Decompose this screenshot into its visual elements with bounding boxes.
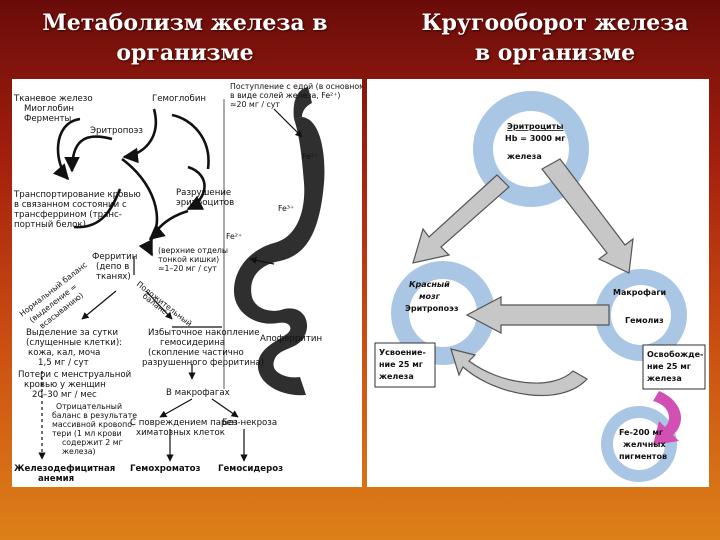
transport-label-4: портный белок): [14, 220, 86, 230]
absorption-box-label-2: ние 25 мг: [379, 360, 423, 369]
excretion-label-4: 1,5 мг / сут: [38, 358, 89, 368]
absorption-label-3: ≈1–20 мг / сут: [158, 264, 217, 273]
enzymes-label: Ферменты: [24, 114, 72, 124]
hemosiderosis-label: Гемосидероз: [218, 464, 283, 474]
intake-label-1: Поступление с едой (в основном: [230, 82, 362, 91]
bone-marrow-label-1: Красный: [409, 280, 450, 289]
positive-balance-label-1: Положительный: [135, 279, 194, 328]
intake-label-2: в виде солей железа, Fe²⁺): [230, 91, 340, 100]
release-box-label-1: Освобожде-: [647, 349, 703, 359]
intake-label-3: ≈20 мг / сут: [230, 100, 280, 109]
excretion-label-5: Потери с менструальной: [18, 370, 131, 380]
negative-balance-label-5: содержит 2 мг: [62, 438, 123, 447]
negative-balance-label-3: массивной кровопо-: [52, 420, 135, 429]
erythrocytes-iron-label: железа: [507, 152, 542, 161]
absorption-box-label-3: железа: [379, 372, 414, 381]
excretion-label-1: Выделение за сутки: [26, 328, 118, 338]
absorption-box-label-1: Усвоение-: [379, 348, 426, 357]
in-macrophages-label: В макрофагах: [166, 388, 230, 398]
excess-label-2: гемосидерина: [160, 338, 225, 348]
absorption-box: [374, 342, 436, 388]
hemoglobin-label: Гемоглобин: [152, 94, 206, 104]
destruction-label-2: эритроцитов: [176, 198, 234, 208]
destruction-label-1: Разрушение: [176, 188, 231, 198]
excess-label-1: Избыточное накопление: [148, 328, 260, 338]
erythrocytes-hb-label: Hb = 3000 мг: [505, 134, 565, 143]
title-left-line-2: организме: [116, 40, 254, 66]
ferritin-label-2: (депо в: [96, 262, 129, 272]
macrophage-label: Макрофаги: [613, 288, 666, 297]
hemolysis-label: Гемолиз: [625, 316, 664, 325]
excess-label-4: разрушенного ферритина): [142, 358, 264, 368]
bile-ring-inner: [613, 418, 665, 470]
negative-balance-label-1: Отрицательный: [56, 402, 122, 411]
title-right-line-2: в организме: [474, 40, 636, 66]
no-damage-label: Без некроза: [222, 418, 277, 428]
excretion-label-3: кожа, кал, моча: [28, 348, 100, 358]
negative-balance-label-4: тери (1 мл крови: [52, 429, 122, 438]
title-left-line-1: Метаболизм железа в: [42, 10, 328, 36]
recycle-arrow: [450, 348, 588, 397]
title-right: Кругооборот железа в организме: [400, 8, 710, 68]
bone-marrow-ring-inner: [409, 279, 477, 347]
transport-label-2: в связанном состоянии с: [14, 200, 127, 210]
iron-deficiency-label-1: Железодефицитная: [14, 464, 115, 474]
iron-metabolism-diagram: Поступление с едой (в основном в виде со…: [12, 79, 362, 487]
fe3-label: Fe³⁺: [278, 204, 294, 213]
excretion-label-6: кровью у женщин: [24, 380, 106, 390]
tissue-iron-label: Тканевое железо: [13, 94, 93, 104]
erythrocytes-label: Эритроциты: [507, 122, 563, 131]
iron-cycle-curves: [52, 108, 210, 257]
absorption-label-2: тонкой кишки): [158, 255, 219, 264]
title-left: Метаболизм железа в организме: [20, 8, 350, 68]
ferritin-label-3: тканях): [96, 272, 131, 282]
excretion-label-7: 20–30 мг / мес: [32, 390, 97, 400]
with-damage-label-2: химатозных клеток: [136, 428, 225, 438]
macrophage-ring-inner: [611, 285, 671, 345]
title-right-line-1: Кругооборот железа: [421, 10, 689, 36]
apoferritin-label: Апоферритин: [260, 334, 322, 344]
absorption-label-1: (верхние отделы: [158, 246, 228, 255]
ferritin-label-1: Ферритин: [92, 252, 137, 262]
flow-arrows: [38, 99, 303, 462]
negative-balance-label-2: баланс в результате: [52, 411, 137, 420]
erythropoiesis-label: Эритропоэз: [90, 126, 143, 136]
negative-balance-label-6: железа): [62, 447, 96, 456]
cycle-arrows: [412, 158, 634, 334]
transport-label-3: трансферрином (транс-: [14, 210, 122, 220]
myoglobin-label: Миоглобин: [24, 104, 74, 114]
bile-label-1: Fe-200 мг: [619, 428, 663, 437]
excess-label-3: (скопление частично: [148, 348, 244, 358]
fe2-label-2: Fe²⁺: [226, 232, 242, 241]
with-damage-label-1: С повреждением парен-: [130, 418, 240, 428]
transport-label-1: Транспортирование кровью: [13, 190, 141, 200]
release-box-label-3: железа: [647, 374, 682, 383]
bile-label-3: пигментов: [619, 452, 667, 461]
release-box: [642, 344, 706, 390]
release-box-label-2: ние 25 мг: [647, 362, 691, 371]
erythropoiesis-node-label: Эритропоэз: [405, 304, 459, 313]
iron-deficiency-label-2: анемия: [38, 474, 74, 484]
iron-turnover-diagram: Эритроциты Hb = 3000 мг железа Красный м…: [367, 79, 709, 487]
excretion-label-2: (слущенные клетки):: [26, 338, 122, 348]
fe2-label-1: Fe²⁺: [302, 152, 318, 161]
bone-marrow-label-2: мозг: [419, 292, 441, 301]
hemochromatosis-label: Гемохроматоз: [130, 464, 201, 474]
bile-magenta-arrow: [653, 391, 682, 445]
bile-label-2: желчных: [623, 440, 667, 449]
stomach-intestine-illustration: [234, 87, 325, 396]
